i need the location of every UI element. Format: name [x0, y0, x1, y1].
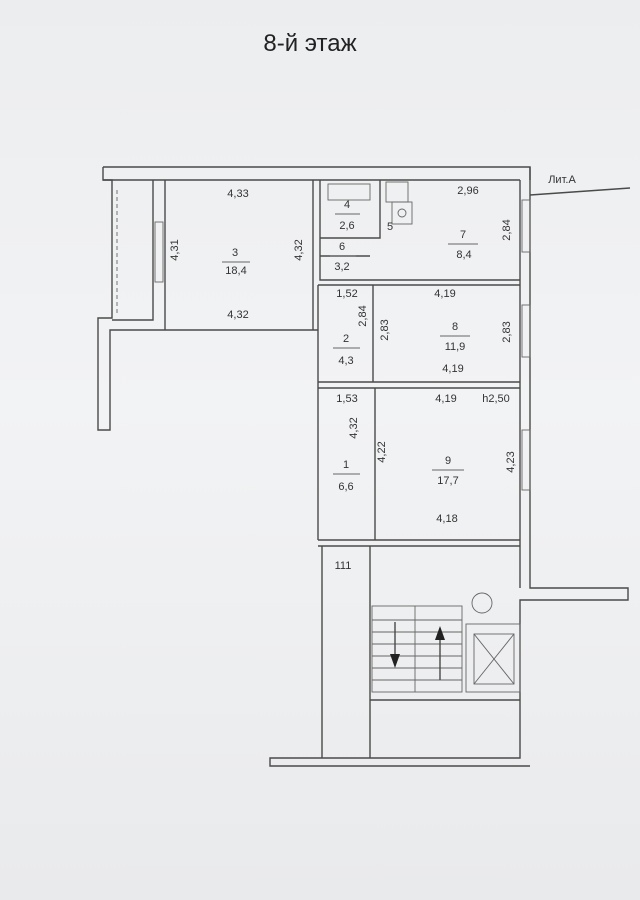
stair-arrows	[390, 622, 445, 680]
room-9-area: 17,7	[437, 475, 458, 487]
dim-room8-right: 2,83	[501, 321, 513, 342]
interior-walls	[154, 180, 531, 758]
dim-room3-right: 4,32	[293, 239, 305, 260]
room-4-area: 2,6	[339, 220, 354, 232]
dim-room1-right: 4,32	[348, 417, 360, 438]
room-7-number: 7	[460, 229, 466, 241]
dim-room7-right: 2,84	[501, 219, 513, 240]
room-2-area: 4,3	[338, 355, 353, 367]
dim-room3-top: 4,33	[227, 188, 248, 200]
corridor-label: 111	[335, 560, 352, 572]
room-6-area: 3,2	[334, 261, 349, 273]
room-6-number: 6	[339, 241, 345, 253]
room-7-area: 8,4	[456, 249, 471, 261]
dim-room8-left: 2,83	[379, 319, 391, 340]
dim-room3-bottom: 4,32	[227, 309, 248, 321]
room-5-number: 5	[387, 221, 393, 233]
building-label: Лит.А	[548, 174, 576, 186]
room-9-number: 9	[445, 455, 451, 467]
room-8-number: 8	[452, 321, 458, 333]
dim-room8-top: 4,19	[434, 288, 455, 300]
dim-room9-right: 4,23	[505, 451, 517, 472]
dim-room2-right: 2,84	[357, 305, 369, 326]
floor-title: 8-й этаж	[263, 30, 357, 57]
dim-room9-bottom: 4,18	[436, 513, 457, 525]
room-8-area: 11,9	[445, 341, 466, 353]
dim-room8-bottom: 4,19	[442, 363, 463, 375]
room-1-area: 6,6	[338, 481, 353, 493]
dim-room9-left: 4,22	[376, 441, 388, 462]
room-4-number: 4	[344, 199, 350, 211]
dim-room9-top: 4,19	[435, 393, 456, 405]
dim-room1-top: 1,53	[336, 393, 357, 405]
room-1-number: 1	[343, 459, 349, 471]
ceiling-height-label: h2,50	[482, 393, 510, 405]
room-3-area: 18,4	[225, 265, 246, 277]
outer-walls	[97, 166, 631, 767]
dim-room7-top: 2,96	[457, 185, 478, 197]
room-2-number: 2	[343, 333, 349, 345]
room-3-number: 3	[232, 247, 238, 259]
dim-room2-top: 1,52	[336, 288, 357, 300]
dim-room3-left: 4,31	[169, 239, 181, 260]
